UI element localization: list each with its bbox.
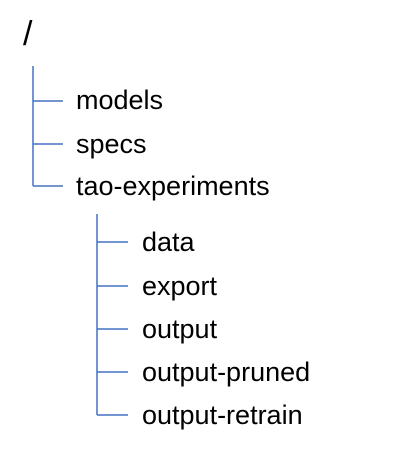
folder-label-specs: specs: [76, 129, 147, 159]
folder-label-models: models: [76, 85, 164, 115]
folder-label-output-pruned: output-pruned: [142, 357, 311, 387]
folder-label-export: export: [142, 271, 218, 301]
folder-label-data: data: [142, 227, 195, 257]
folder-label-output: output: [142, 314, 218, 344]
folder-label-tao-experiments: tao-experiments: [76, 171, 270, 201]
root-directory-label: /: [23, 15, 33, 53]
folder-label-output-retrain: output-retrain: [142, 400, 303, 430]
